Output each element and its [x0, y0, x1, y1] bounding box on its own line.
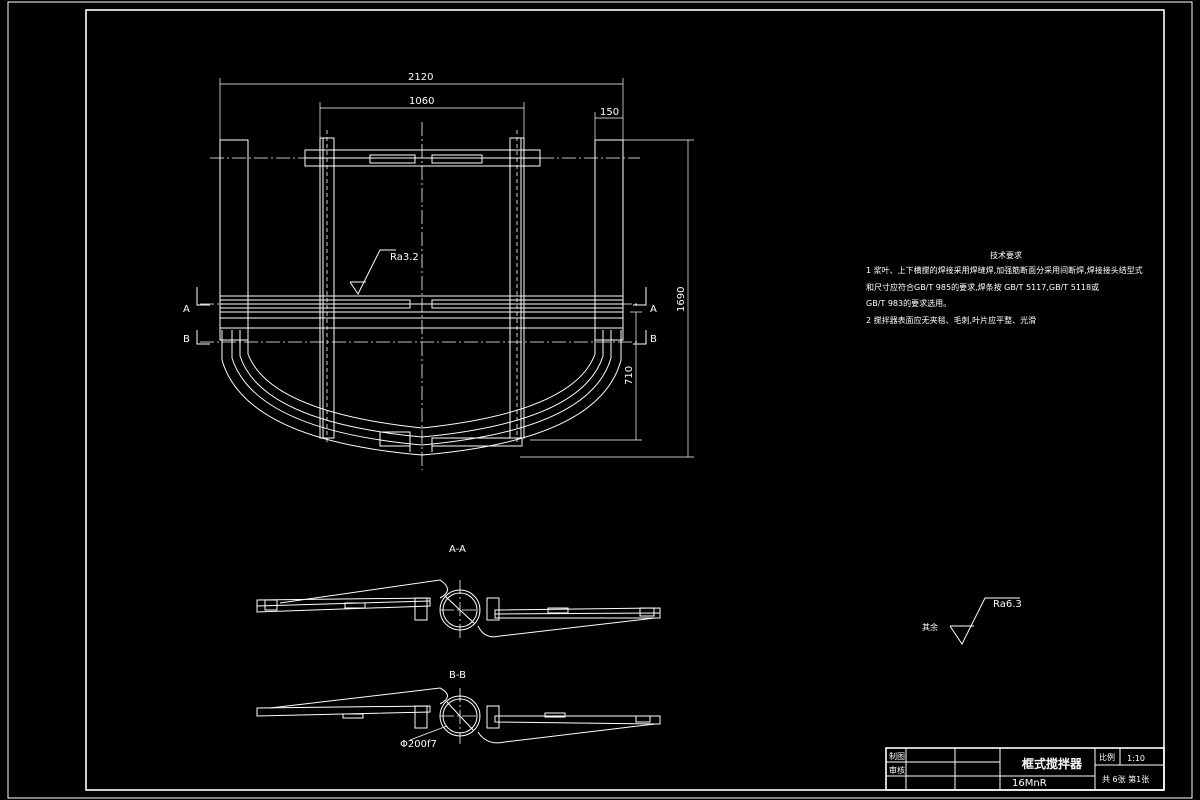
dim-inner-width: 1060 [409, 96, 434, 107]
roughness-symbol-ra32 [349, 249, 396, 295]
notes-line-4: 2 搅拌器表面应无夹毯、毛刺,叶片应平整、光滑 [866, 315, 1036, 325]
dim-blade-width: 150 [600, 107, 619, 118]
dimension-lines [219, 78, 694, 458]
title-scale-label: 比例 [1099, 752, 1115, 762]
section-bb-view [256, 687, 661, 744]
section-a-marker-left: A [183, 304, 190, 315]
outer-frame [7, 1, 1193, 799]
dim-overall-width: 2120 [408, 72, 433, 83]
section-b-marker-right: B [650, 334, 657, 345]
title-check-label: 审核 [889, 765, 905, 775]
section-b-marker-left: B [183, 334, 190, 345]
section-aa-title: A-A [449, 544, 466, 555]
inner-frame [85, 9, 1165, 791]
notes-line-1: 1 浆叶、上下横搅的焊接采用焊缝焊,加强筋断面分采用间断焊,焊接接头结型式 [866, 265, 1143, 275]
section-bb-title: B-B [449, 670, 466, 681]
title-block-scale: 1:10 [1127, 754, 1145, 763]
title-block-material: 16MnR [1012, 778, 1047, 789]
notes-line-3: GB/T 983的要求选用。 [866, 298, 951, 308]
title-drawn-label: 制图 [889, 751, 905, 761]
roughness-symbol-ra63 [949, 597, 1020, 645]
dim-overall-height: 1690 [676, 287, 687, 312]
section-aa-view [256, 579, 661, 640]
notes-title: 技术要求 [990, 250, 1022, 260]
roughness-other-label: 其余 [922, 622, 938, 632]
dim-lower-height: 710 [624, 366, 635, 385]
notes-line-2: 和尺寸应符合GB/T 985的要求,焊条按 GB/T 5117,GB/T 511… [866, 282, 1099, 292]
title-block [885, 747, 1165, 791]
title-block-name: 框式搅拌器 [1022, 756, 1083, 771]
roughness-ra63-label: Ra6.3 [993, 599, 1022, 610]
bore-dimension: Φ200f7 [400, 739, 437, 750]
main-view [196, 122, 647, 470]
section-a-marker-right: A [650, 304, 657, 315]
title-block-sheets: 共 6张 第1张 [1102, 774, 1149, 784]
roughness-ra32-label: Ra3.2 [390, 252, 419, 263]
